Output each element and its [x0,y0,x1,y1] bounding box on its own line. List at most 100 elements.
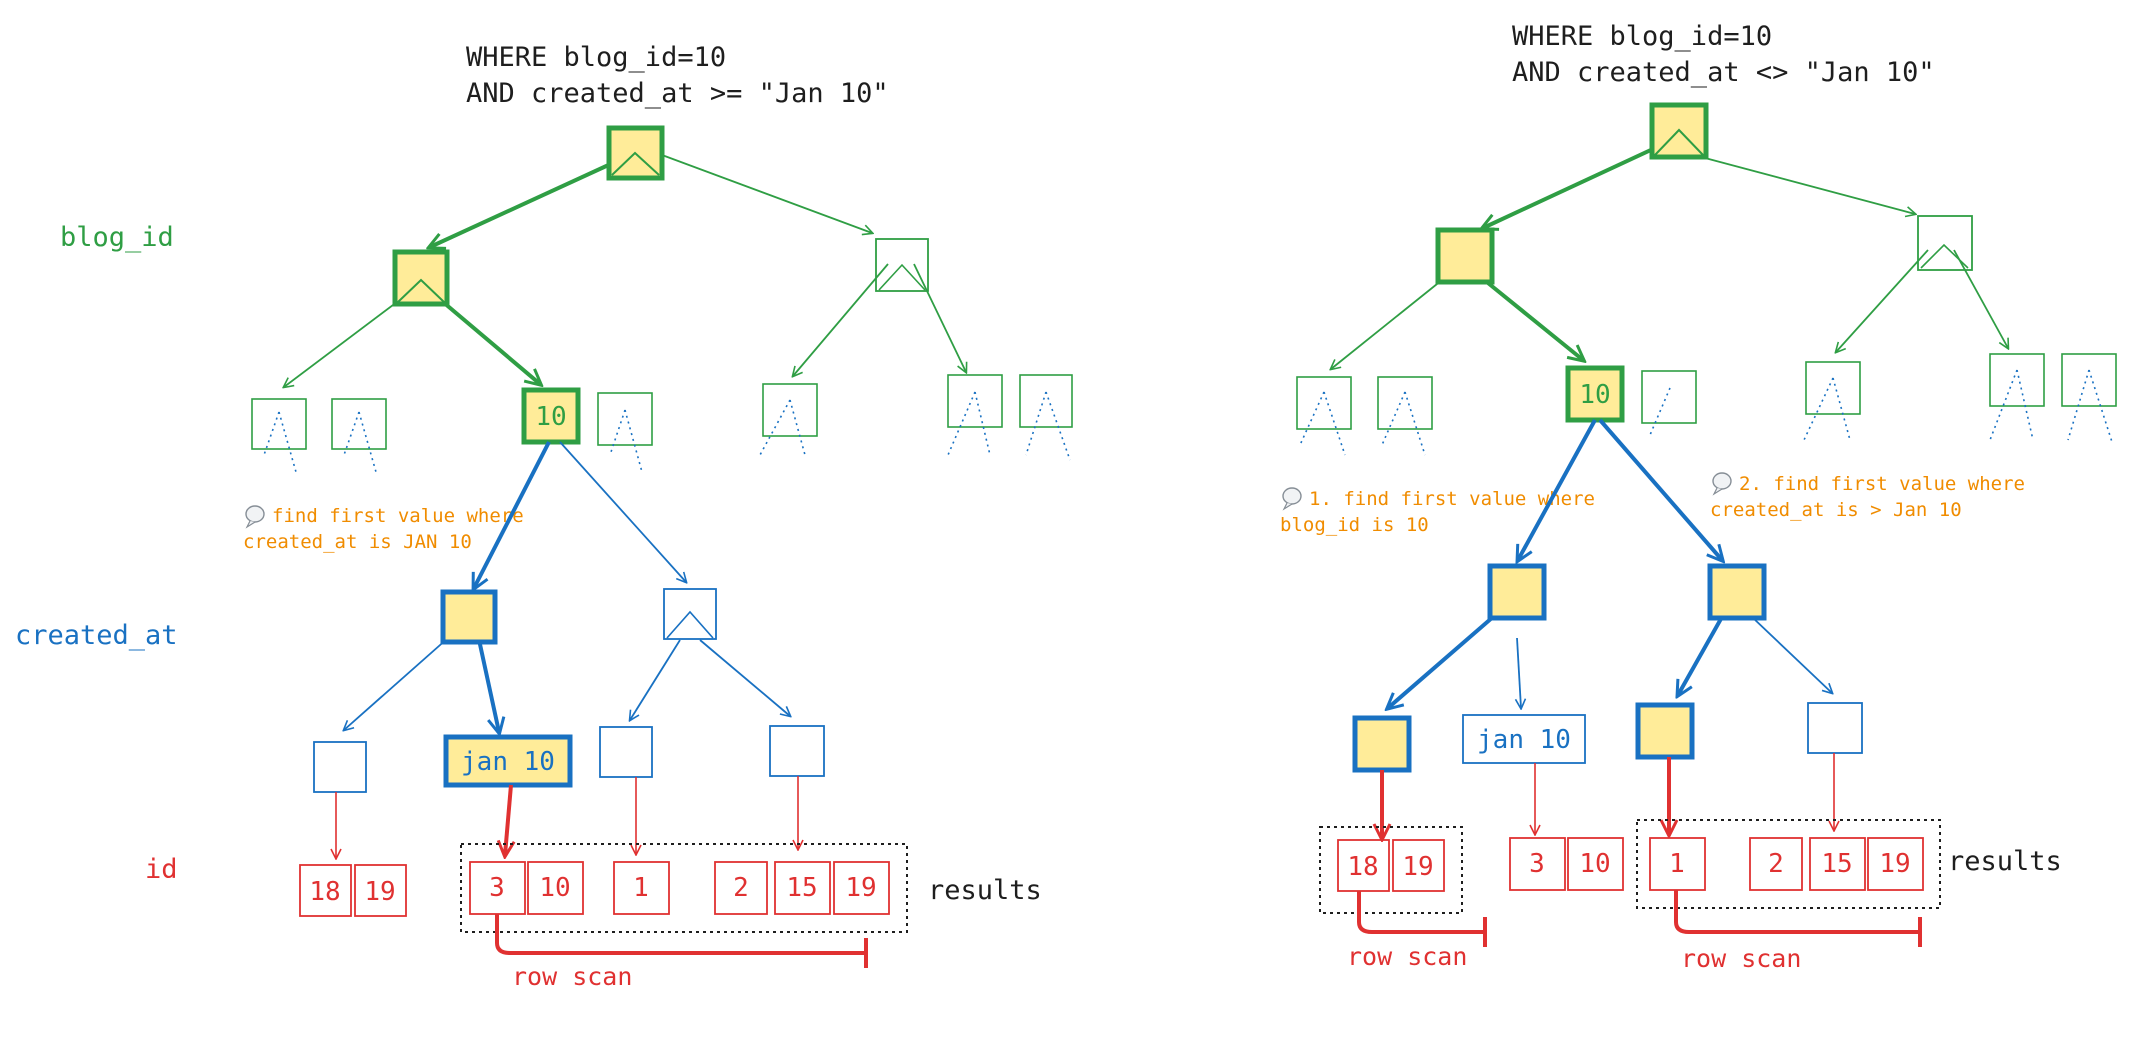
speech-bubble-icon [245,505,265,529]
left-date-blank-2 [599,726,653,778]
left-date-left-node [440,589,498,645]
right-id-value-1: 18 [1347,852,1378,882]
left-blog-root-split [611,151,660,176]
right-row-scan-label-1: row scan [1347,942,1467,971]
right-id-cell-3 [1509,837,1566,891]
left-date-blank-1 [313,741,367,793]
right-blog-root-split [1654,128,1704,156]
right-blog-10-node [1565,365,1625,423]
left-edge-date-left-to-blank [344,637,449,730]
left-blog-leaf-1 [251,398,307,450]
right-edge-root-to-l1-right [1704,157,1915,214]
right-id-cell-1 [1337,839,1390,892]
right-date-blank-3 [1807,702,1863,754]
left-blog-10-node [521,387,581,445]
right-results-box-2 [1636,819,1941,909]
left-edge-root-to-l1-left [430,160,616,247]
left-id-cell-1 [299,864,352,917]
right-query-line1: WHERE blog_id=10 [1512,21,1772,52]
left-id-cell-6 [714,861,768,915]
right-id-cell-6 [1749,837,1803,891]
left-note-line2: created_at is JAN 10 [243,531,472,553]
level-label-created-at: created_at [15,620,178,651]
right-date-right-node [1707,563,1767,621]
right-blog-l1-right-node [1917,215,1973,271]
right-edge-l1-to-leaf1 [1331,279,1443,369]
left-id-value-8: 19 [845,873,876,903]
left-tree: WHERE blog_id=10 AND created_at >= "Jan … [243,42,1073,991]
left-id-value-7: 15 [786,873,817,903]
left-edge-date-right-to-blank2 [699,639,790,716]
right-row-scan-bracket-2 [1674,890,1920,934]
left-date-right-split [666,610,714,639]
left-id-cell-4 [527,861,584,915]
left-query-line2: AND created_at >= "Jan 10" [466,78,889,109]
right-id-value-3: 3 [1529,849,1545,879]
left-blog-10-label: 10 [535,402,566,432]
right-note1-line1: 1. find first value where [1309,488,1595,510]
right-note-2: 2. find first value where created_at is … [1710,472,2025,521]
right-edge-root-to-l1-left [1483,146,1656,228]
right-blog-10-label: 10 [1579,380,1610,410]
right-blog-leaf-2 [1377,376,1433,430]
level-label-blog-id: blog_id [60,222,174,253]
left-edge-l1r-to-leaf5 [793,263,889,376]
left-blog-leaf-7 [1019,374,1073,428]
left-edge-root-to-l1-right [661,154,872,233]
left-edge-l1-to-blog10 [441,300,540,384]
right-dotted-leaf-hints [1299,369,2113,456]
left-edge-l1-to-leaf1 [284,301,398,387]
left-row-scan-bracket [495,914,866,955]
right-date-left-node [1487,563,1547,621]
left-edge-l1r-to-leaf6 [913,263,966,372]
right-note2-line1: 2. find first value where [1739,473,2025,495]
left-blog-leaf-4 [597,392,653,446]
left-id-value-3: 3 [489,873,505,903]
right-results-box-1 [1319,826,1463,914]
left-blog-leaf-5 [762,383,818,437]
right-edge-l1-to-blog10 [1486,281,1583,360]
speech-bubble-icon [1712,472,1732,496]
left-date-jan10-label: jan 10 [461,747,555,777]
right-id-values: 18 19 3 10 1 2 15 19 [1347,849,1910,882]
right-id-cells [1337,837,1924,892]
left-id-cell-7 [774,861,831,915]
right-blog-leaf-5 [1805,361,1861,415]
right-blog-leaf-6 [1989,353,2045,407]
left-id-cells [299,861,890,917]
right-blog-leaf-7 [2061,353,2117,407]
right-edge-date-left-to-jan10 [1517,637,1521,708]
right-blog-leaf-1 [1296,376,1352,430]
right-id-cell-8 [1867,837,1924,891]
right-id-cell-2 [1392,839,1445,892]
left-blog-leaf-2 [331,398,387,450]
right-blog-l1-right-split [1920,243,1969,269]
left-id-value-5: 1 [633,873,649,903]
left-id-cell-2 [354,864,407,917]
right-edge-date-right-to-blank2 [1751,616,1832,693]
right-edge-date-left-to-blank [1388,615,1495,708]
left-blog-l1-left-split [397,278,445,303]
left-id-value-1: 18 [309,877,340,907]
right-date-jan10-node [1462,714,1586,764]
left-note-line1: find first value where [272,505,524,527]
left-edge-date-right-to-blank1 [630,639,681,720]
left-date-right-node [663,588,717,640]
right-edge-l1r-to-leaf6 [1953,249,2008,348]
left-blog-l1-right-node [875,238,929,292]
right-id-cell-4 [1567,837,1624,891]
right-note-1: 1. find first value where blog_id is 10 [1280,487,1595,536]
right-id-value-5: 1 [1669,849,1685,879]
right-edge-blog10-to-date-left [1518,419,1597,560]
left-dotted-leaf-hints [263,391,1071,473]
right-edge-blog10-to-date-right [1598,418,1722,560]
left-id-value-4: 10 [539,873,570,903]
right-id-value-7: 15 [1821,849,1852,879]
left-id-cell-8 [833,861,890,915]
right-id-value-4: 10 [1579,849,1610,879]
right-id-value-8: 19 [1879,849,1910,879]
left-blog-l1-right-split [878,263,926,291]
right-blog-l1-left-node [1435,227,1495,285]
left-date-blank-3 [769,725,825,777]
